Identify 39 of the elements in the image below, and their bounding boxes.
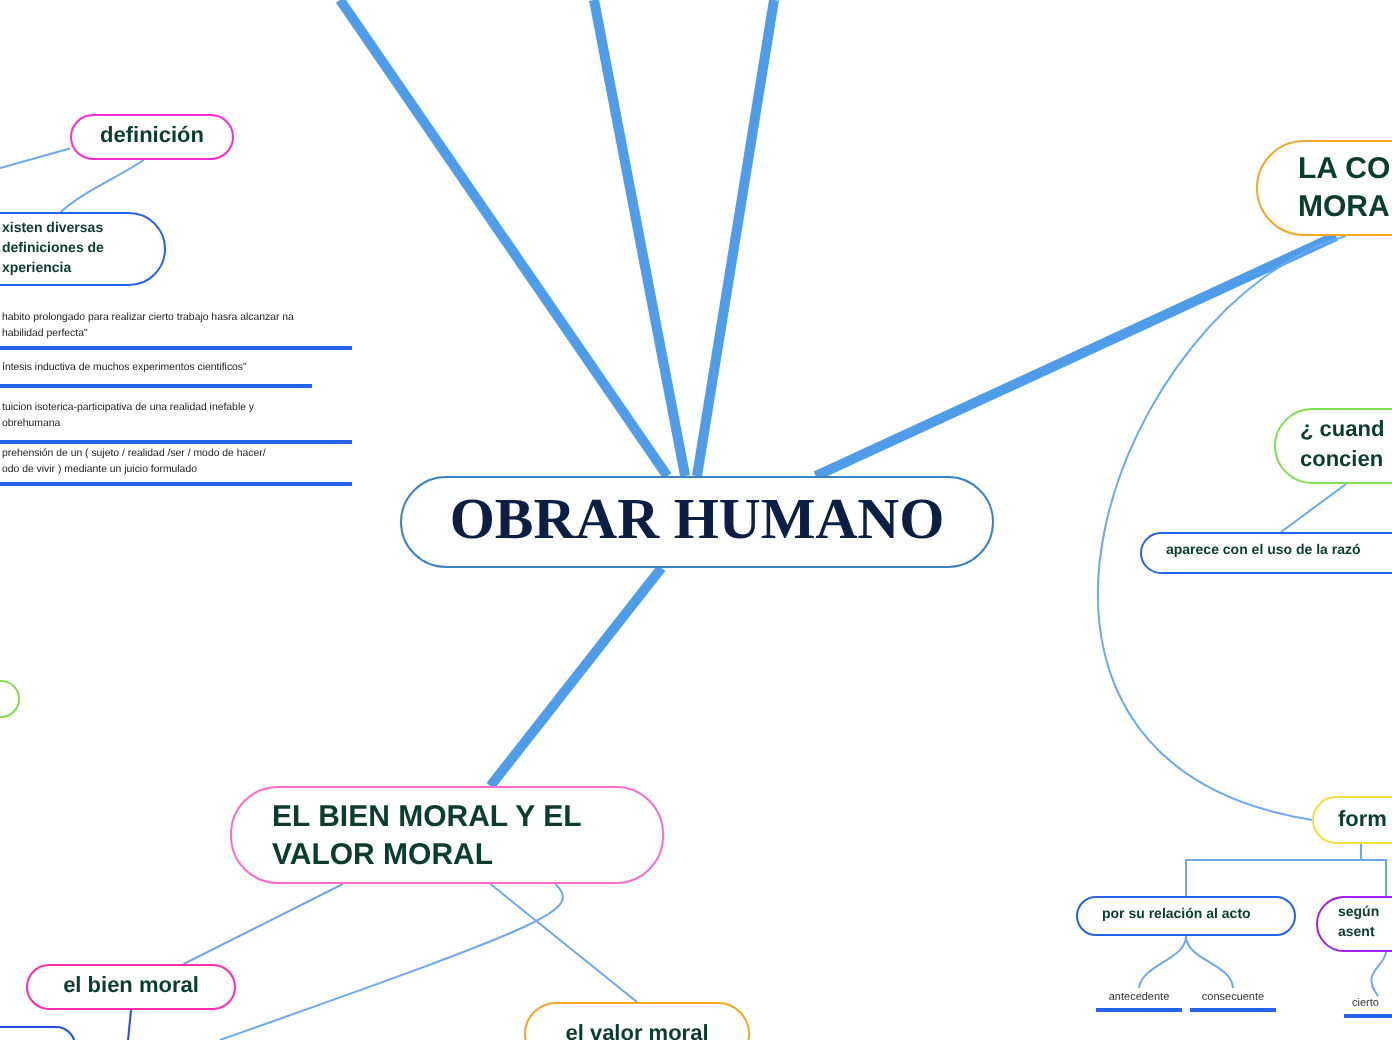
connector-line <box>692 0 779 477</box>
topic-text: OBRAR HUMANO <box>449 486 945 557</box>
connector-line <box>1370 951 1387 997</box>
connector-line <box>0 147 71 169</box>
topic-bubble <box>70 114 234 160</box>
connector-line <box>219 883 564 1040</box>
connector-line <box>1360 843 1387 897</box>
topic-text: definición <box>100 122 204 153</box>
topic-text: EL BIEN MORAL Y EL VALOR MORAL <box>272 797 583 873</box>
underlined-note <box>0 310 352 350</box>
underlined-note <box>1096 988 1182 1012</box>
connector-line <box>1185 935 1234 989</box>
connector-line <box>589 0 691 477</box>
connector-line <box>60 159 145 213</box>
central-topic-bubble <box>400 476 994 568</box>
underlined-note <box>0 446 352 486</box>
topic-text: el valor moral <box>565 1019 709 1040</box>
connector-line <box>127 1009 132 1040</box>
underlined-note <box>0 400 352 444</box>
connector-line <box>1096 235 1347 821</box>
connector-line <box>813 231 1339 481</box>
topic-bubble <box>230 786 664 884</box>
connector-line <box>335 0 672 479</box>
topic-text: LA CO MORA <box>1298 150 1392 226</box>
underlined-note <box>1190 988 1276 1012</box>
subtopic-bubble <box>1140 532 1392 574</box>
connector-line <box>1280 483 1347 533</box>
subtopic-bubble <box>0 212 166 286</box>
topic-bubble <box>26 964 236 1010</box>
underlined-note <box>1344 996 1392 1018</box>
connector-line <box>1138 935 1187 989</box>
connector-line <box>489 883 638 1003</box>
subtopic-bubble <box>1076 896 1296 936</box>
connector-line <box>486 564 666 790</box>
topic-text: el bien moral <box>63 972 199 1003</box>
underlined-note <box>0 360 312 388</box>
topic-text: form <box>1338 805 1387 836</box>
connector-line <box>182 883 344 965</box>
topic-text: ¿ cuand concien <box>1300 416 1387 476</box>
